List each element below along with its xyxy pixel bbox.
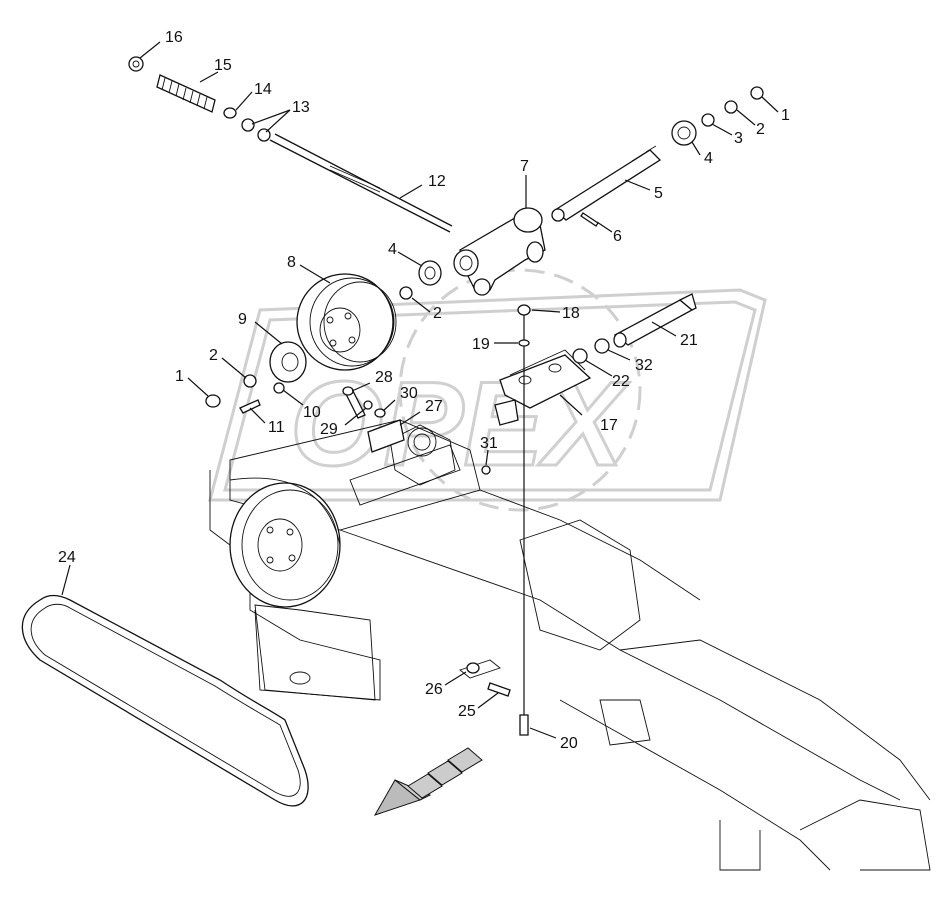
callout-13: 13 [292,99,310,116]
v-belt [21,594,309,807]
callout-24: 24 [58,549,76,566]
pivot-shaft-assembly [551,86,764,227]
callout-4-right: 4 [704,150,713,167]
pulley-hub [205,341,307,414]
callout-22: 22 [612,373,630,390]
bracket-hardware [342,386,511,697]
callout-32: 32 [635,357,653,374]
idler-pulley [296,273,397,371]
callout-2-left: 2 [209,347,218,364]
callout-6: 6 [613,228,622,245]
callout-27: 27 [425,398,443,415]
callout-26: 26 [425,681,443,698]
callout-4-left: 4 [388,241,397,258]
left-bearing [399,260,442,300]
callout-10: 10 [303,404,321,421]
callout-2-right: 2 [756,121,765,138]
callout-30: 30 [400,385,418,402]
callout-16: 16 [165,29,183,46]
callout-29: 29 [320,421,338,438]
callout-15: 15 [214,57,232,74]
callout-2-mid: 2 [433,305,442,322]
callout-9: 9 [238,311,247,328]
callout-7: 7 [520,158,529,175]
callout-20: 20 [560,735,578,752]
callout-8: 8 [287,254,296,271]
callout-14: 14 [254,81,272,98]
callout-1-right: 1 [781,107,790,124]
mower-frame [209,419,931,871]
callout-21: 21 [680,332,698,349]
callout-1-left: 1 [175,368,184,385]
callout-25: 25 [458,703,476,720]
callout-5: 5 [654,185,663,202]
direction-arrow [373,747,483,816]
callout-labels: 16 15 14 13 12 1 2 3 4 5 6 7 4 8 2 9 2 1… [58,29,790,752]
callout-12: 12 [428,173,446,190]
callout-31: 31 [480,435,498,452]
callout-19: 19 [472,336,490,353]
leader-lines [61,41,779,739]
callout-17: 17 [600,417,618,434]
callout-28: 28 [375,369,393,386]
pivot-arm [453,207,546,296]
callout-3: 3 [734,130,743,147]
frame-pulley [229,477,341,608]
tension-rod-assembly [128,56,453,233]
callout-18: 18 [562,305,580,322]
callout-11: 11 [268,419,285,436]
